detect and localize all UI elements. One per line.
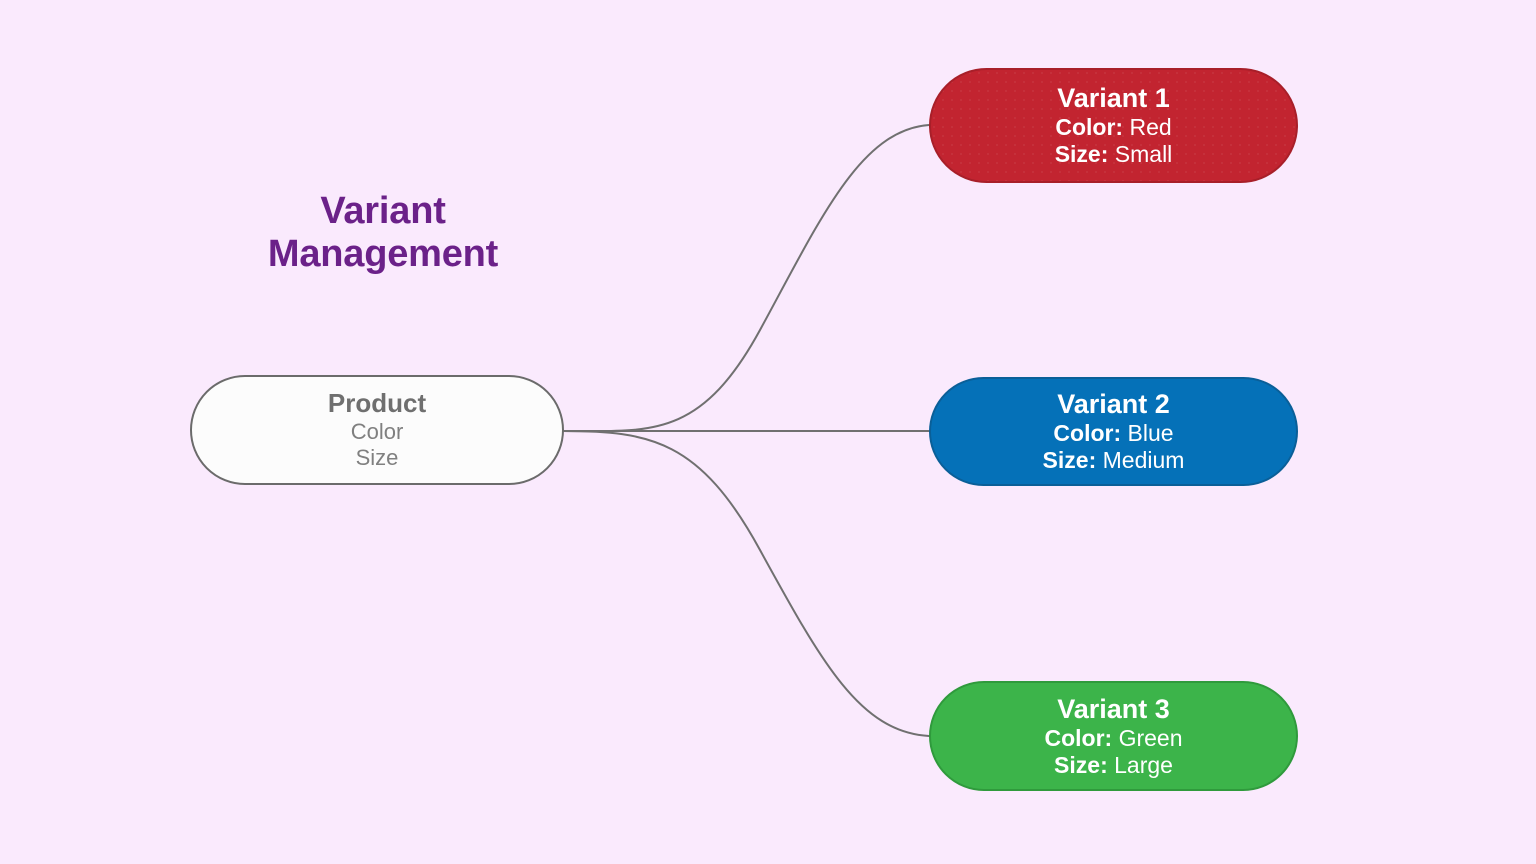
node-variant-3-size-row: Size: Large xyxy=(1054,752,1173,779)
node-variant-1-size-value: Small xyxy=(1114,141,1173,168)
node-variant-2-title: Variant 2 xyxy=(1057,389,1170,420)
node-variant-2-color-value: Blue xyxy=(1127,420,1174,447)
node-variant-3[interactable]: Variant 3 Color: Green Size: Large xyxy=(929,681,1298,791)
connector-product-to-variant-1 xyxy=(562,124,930,433)
node-variant-1-title: Variant 1 xyxy=(1057,83,1170,114)
node-variant-3-color-label: Color: xyxy=(1044,724,1119,751)
node-variant-2-color-row: Color: Blue xyxy=(1053,420,1173,447)
node-product-title: Product xyxy=(327,387,427,418)
node-variant-3-size-label: Size: xyxy=(1054,751,1115,778)
node-variant-2-size-value: Medium xyxy=(1102,447,1185,474)
node-product-attribute-size: Size xyxy=(355,445,399,471)
node-variant-1[interactable]: Variant 1 Color: Red Size: Small xyxy=(929,68,1298,183)
node-product[interactable]: Product Color Size xyxy=(190,375,564,485)
node-variant-1-color-value: Red xyxy=(1129,114,1172,141)
node-product-attribute-color: Color xyxy=(350,419,404,445)
node-variant-3-color-value: Green xyxy=(1118,724,1183,751)
node-variant-3-size-value: Large xyxy=(1114,751,1173,778)
node-variant-1-size-label: Size: xyxy=(1054,141,1115,168)
node-variant-2[interactable]: Variant 2 Color: Blue Size: Medium xyxy=(929,377,1298,486)
node-variant-1-color-row: Color: Red xyxy=(1055,114,1171,141)
node-variant-1-size-row: Size: Small xyxy=(1055,141,1173,168)
node-variant-2-size-label: Size: xyxy=(1042,447,1103,474)
node-variant-2-color-label: Color: xyxy=(1053,420,1128,447)
node-variant-2-size-row: Size: Medium xyxy=(1043,447,1185,474)
node-variant-3-title: Variant 3 xyxy=(1057,693,1170,724)
page-title: Variant Management xyxy=(267,190,499,275)
node-variant-1-color-label: Color: xyxy=(1055,114,1130,141)
node-variant-3-color-row: Color: Green xyxy=(1044,725,1182,752)
connector-product-to-variant-3 xyxy=(562,430,930,737)
